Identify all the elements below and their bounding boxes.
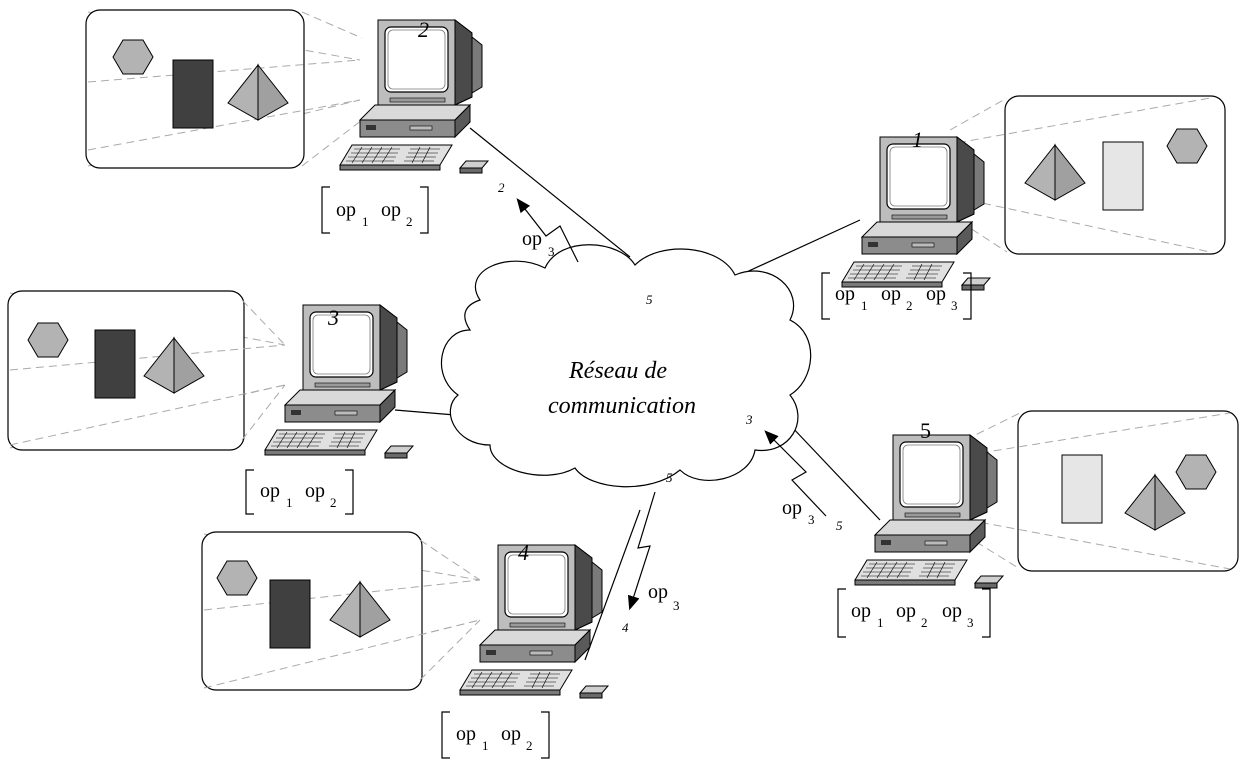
rectangle-icon xyxy=(1102,141,1144,211)
site-2: 2 op 1 op 2 xyxy=(85,9,489,234)
site-3-number: 3 xyxy=(327,305,339,330)
site-1: 1 op 1 op 2 op 3 xyxy=(821,95,1226,320)
svg-text:op: op xyxy=(648,581,668,603)
site-3-ops: op 1 op 2 xyxy=(245,469,354,515)
rectangle-icon xyxy=(1061,454,1103,524)
site-4: 4 op 1 op 2 xyxy=(201,531,609,759)
site-5-ops: op 1 op 2 op 3 xyxy=(837,588,991,638)
site-5-view-panel xyxy=(1017,410,1239,572)
message-to-site-2: 2 5 op 3 xyxy=(498,180,653,307)
svg-text:3: 3 xyxy=(548,244,555,259)
site-4-view-panel xyxy=(201,531,423,691)
svg-text:op: op xyxy=(896,600,916,622)
svg-text:op: op xyxy=(456,723,476,745)
svg-text:op: op xyxy=(381,199,401,221)
svg-text:op: op xyxy=(835,283,855,305)
link-site-5 xyxy=(789,424,881,521)
site-3: 3 op 1 op 2 xyxy=(7,290,414,515)
link-site-3 xyxy=(394,409,456,416)
svg-text:2: 2 xyxy=(330,495,337,510)
link-site-1 xyxy=(739,219,861,276)
svg-text:1: 1 xyxy=(482,738,489,753)
svg-text:op: op xyxy=(522,228,542,250)
rectangle-icon xyxy=(269,579,311,649)
network-cloud: Réseau de communication xyxy=(441,244,812,488)
svg-text:op: op xyxy=(260,480,280,502)
site-4-number: 4 xyxy=(518,540,529,565)
site-5: 5 op 1 op 2 op 3 xyxy=(837,410,1239,638)
svg-text:5: 5 xyxy=(836,518,843,533)
svg-text:3: 3 xyxy=(967,615,974,630)
network-label-line1: Réseau de xyxy=(568,358,667,384)
svg-text:3: 3 xyxy=(745,412,753,427)
svg-text:3: 3 xyxy=(673,598,680,613)
svg-text:op: op xyxy=(501,723,521,745)
site-4-ops: op 1 op 2 xyxy=(441,711,550,759)
svg-text:4: 4 xyxy=(622,620,629,635)
svg-text:op: op xyxy=(942,600,962,622)
svg-text:1: 1 xyxy=(362,214,369,229)
svg-text:op: op xyxy=(782,497,802,519)
site-5-number: 5 xyxy=(920,418,931,443)
svg-text:op: op xyxy=(851,600,871,622)
computer-icon xyxy=(264,304,414,459)
rectangle-icon xyxy=(94,329,136,399)
svg-text:op: op xyxy=(881,283,901,305)
network-label-line2: communication xyxy=(548,393,696,419)
svg-text:3: 3 xyxy=(951,298,958,313)
svg-text:2: 2 xyxy=(906,298,913,313)
network-links xyxy=(394,127,881,661)
computer-icon xyxy=(459,544,609,699)
rectangle-icon xyxy=(172,59,214,129)
svg-text:1: 1 xyxy=(861,298,868,313)
computer-icon xyxy=(854,434,1004,589)
svg-text:1: 1 xyxy=(877,615,884,630)
computer-icon xyxy=(841,136,991,291)
message-to-site-4: 4 5 op 3 xyxy=(622,470,680,635)
svg-text:2: 2 xyxy=(498,180,505,195)
link-site-2 xyxy=(469,127,631,258)
svg-text:5: 5 xyxy=(666,470,673,485)
message-to-site-3: 3 5 op 3 xyxy=(745,412,843,533)
svg-text:2: 2 xyxy=(406,214,413,229)
cloud-shape xyxy=(441,244,812,488)
link-site-4 xyxy=(584,509,641,661)
svg-text:2: 2 xyxy=(526,738,533,753)
svg-text:op: op xyxy=(336,199,356,221)
svg-text:op: op xyxy=(926,283,946,305)
svg-text:5: 5 xyxy=(646,292,653,307)
svg-text:op: op xyxy=(305,480,325,502)
svg-text:3: 3 xyxy=(808,512,815,527)
site-1-number: 1 xyxy=(912,127,923,152)
site-1-ops: op 1 op 2 op 3 xyxy=(821,272,972,320)
computer-icon xyxy=(339,19,489,174)
site-2-ops: op 1 op 2 xyxy=(321,186,429,234)
svg-text:1: 1 xyxy=(286,495,293,510)
svg-text:2: 2 xyxy=(921,615,928,630)
site-2-number: 2 xyxy=(418,17,429,42)
